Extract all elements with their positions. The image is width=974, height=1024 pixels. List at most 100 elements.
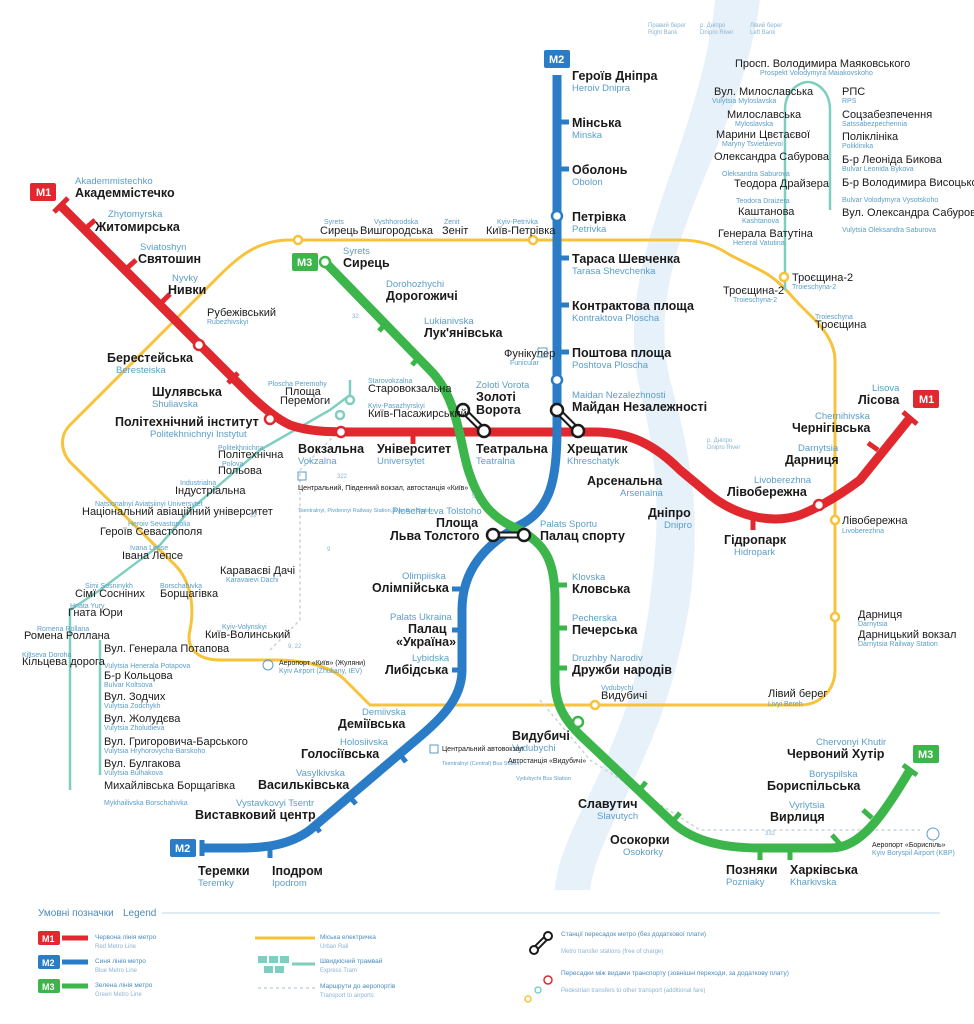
- green-station-chervonyi-khutir[interactable]: Chervonyi Khutir Червоний Хутір: [787, 737, 886, 761]
- red-station-hidropark[interactable]: Гідропарк Hidropark: [724, 533, 787, 558]
- green-station-pecherska[interactable]: Pecherska Печерська: [572, 613, 638, 637]
- blue-station-poshtova[interactable]: Поштова площа Poshtova Ploscha: [572, 346, 672, 371]
- green-station-lukianivska[interactable]: Lukianivska Лук'янівська: [424, 316, 504, 340]
- green-station-vydubychi[interactable]: Видубичі Vydubychi: [512, 729, 570, 754]
- green-station-palats-sportu[interactable]: Palats Sportu Палац спорту: [540, 519, 625, 543]
- ring-station-ivana-lepse[interactable]: Ivana Lepse Івана Лепсе: [122, 545, 183, 562]
- blue-station-ipodrom[interactable]: Іподром Ipodrom: [272, 864, 323, 889]
- red-station-teatralna[interactable]: Театральна Teatralna: [476, 442, 549, 467]
- red-station-khreschatyk[interactable]: Хрещатик Khreschatyk: [567, 442, 628, 467]
- red-station-chernihivska[interactable]: Chernihivska Чернігівська: [792, 411, 871, 435]
- green-station-syrets[interactable]: Syrets Сирець: [343, 246, 390, 270]
- ring-station-kyiv-volynskyi[interactable]: Kyiv-Volynskyi Київ-Волинський: [205, 624, 290, 641]
- svg-text:Тараса Шевченка: Тараса Шевченка: [572, 252, 681, 266]
- red-station-lisova[interactable]: Lisova Лісова: [858, 383, 900, 407]
- blue-station-lva-tolstoho[interactable]: Ploscha Lva Tolstoho Площа Льва Толстого: [390, 506, 482, 543]
- bus-vydubychi-poi[interactable]: Автостанція «Видубичі» Vydubychi Bus Sta…: [508, 757, 586, 782]
- ring-station-darnytsia-rail[interactable]: Дарницький вокзал Darnytsia Railway Stat…: [858, 629, 956, 648]
- blue-station-minska[interactable]: Мінська Minska: [572, 116, 622, 141]
- green-station-dorohozhychi[interactable]: Dorohozhychi Дорогожичі: [386, 279, 458, 303]
- blue-station-obolon[interactable]: Оболонь Obolon: [572, 163, 628, 188]
- red-station-darnytsia[interactable]: Darnytsia Дарниця: [785, 443, 839, 467]
- green-station-zoloti-vorota[interactable]: Zoloti Vorota Золоті Ворота: [476, 380, 530, 417]
- svg-text:Teodora Draizera: Teodora Draizera: [736, 198, 790, 205]
- funicular-poi[interactable]: Фунікулер Funicular: [504, 347, 555, 367]
- ring-station-ploscha-peremohy[interactable]: Ploscha Peremohy Площа Перемоги: [268, 381, 330, 407]
- ring-station-heroiv-sevastopolia[interactable]: Heroiv Sevastopolia Героїв Севастополя: [100, 521, 202, 538]
- blue-station-lybidska[interactable]: Lybidska Либідська: [385, 653, 450, 677]
- ring-station-livoberezhna[interactable]: Лівобережна Livoberezhna: [842, 515, 908, 535]
- ring-station-simi-sosninykh[interactable]: Simi Sosninykh Сімї Сосніних: [75, 583, 145, 600]
- ring-station-nau[interactable]: Natsionalnyi Aviatsiinyi Universytet Нац…: [82, 501, 273, 518]
- red-station-shuliavska[interactable]: Шулявська Shuliavska: [152, 385, 223, 410]
- blue-station-demiivska[interactable]: Demiivska Деміївська: [338, 707, 407, 731]
- blue-station-kontraktova[interactable]: Контрактова площа Kontraktova Ploscha: [572, 299, 695, 324]
- blue-station-holosiivska[interactable]: Holosiivska Голосіївська: [301, 737, 389, 761]
- red-station-arsenalna[interactable]: Арсенальна Arsenalna: [587, 474, 663, 499]
- svg-text:Myloslavska: Myloslavska: [735, 121, 773, 128]
- ring-station-karavaievi-dachi[interactable]: Караваєві Дачі Karavaievi Dachi: [220, 565, 295, 584]
- svg-text:Ромена Роллана: Ромена Роллана: [24, 630, 111, 642]
- svg-text:Славутич: Славутич: [578, 797, 637, 811]
- red-station-universytet[interactable]: Університет Universytet: [377, 442, 451, 467]
- red-station-sviatoshyn[interactable]: Sviatoshyn Святошин: [138, 242, 201, 266]
- ring-station-polova[interactable]: Polova Польова: [218, 461, 263, 477]
- ring-station-zenit[interactable]: Zenit Зеніт: [442, 219, 468, 237]
- blue-station-palats-ukraina[interactable]: Palats Ukraina Палац «Україна»: [390, 612, 456, 649]
- ring-station-rubezhivskyi[interactable]: Рубежівський Rubezhivskyi: [207, 307, 276, 326]
- svg-text:Vasylkivska: Vasylkivska: [296, 768, 346, 779]
- svg-text:Вирлиця: Вирлиця: [770, 810, 825, 824]
- blue-station-vystavkovyi[interactable]: Vystavkovyi Tsentr Виставковий центр: [195, 798, 316, 822]
- red-station-zhytomyrska[interactable]: Zhytomyrska Житомирська: [94, 209, 181, 234]
- blue-station-tarasa-shevchenka[interactable]: Тараса Шевченка Tarasa Shevchenka: [572, 252, 681, 277]
- ring-station-kyiv-petrivka[interactable]: Kyiv-Petrivka Київ-Петрівка: [486, 219, 556, 237]
- ring-station-vyshhorodska[interactable]: Vyshhorodska Вишгородська: [360, 219, 434, 237]
- ring-station-industrialna[interactable]: Industrialna Індустріальна: [175, 480, 246, 497]
- svg-text:Героїв Севастополя: Героїв Севастополя: [100, 526, 202, 538]
- blue-station-heroiv-dnipra[interactable]: Героїв Дніпра Heroiv Dnipra: [572, 69, 658, 94]
- svg-text:Zhytomyrska: Zhytomyrska: [108, 209, 163, 220]
- red-ticks: [83, 218, 880, 530]
- svg-text:Політехнічна: Політехнічна: [218, 449, 284, 461]
- svg-text:Б-р Леоніда Бикова: Б-р Леоніда Бикова: [842, 154, 943, 166]
- svg-text:Площа: Площа: [436, 516, 479, 530]
- green-station-osokorky[interactable]: Осокорки Osokorky: [610, 833, 670, 858]
- red-station-dnipro[interactable]: Дніпро Dnipro: [648, 506, 692, 531]
- green-station-klovska[interactable]: Klovska Кловська: [572, 572, 631, 596]
- ring-station-borschahivka[interactable]: Borschahivka Борщагівка: [160, 583, 219, 600]
- ring-station-troieschyna[interactable]: Troieschyna Троєщина: [815, 314, 867, 331]
- red-station-vokzalna[interactable]: Вокзальна Vokzalna: [298, 442, 365, 467]
- green-station-kharkivska[interactable]: Харківська Kharkivska: [790, 863, 859, 888]
- green-station-slavutych[interactable]: Славутич Slavutych: [578, 797, 638, 822]
- ring-station-starovokzalna[interactable]: Starovokzalna Старовокзальна: [368, 378, 452, 395]
- ring-station-kyiv-pasazhyrskyi[interactable]: Kyiv-Pasazhyrskyi Київ-Пасажирський: [368, 403, 467, 420]
- svg-text:Bulvar Volodymyra Vysotskoho: Bulvar Volodymyra Vysotskoho: [842, 197, 938, 204]
- blue-station-olimpiiska[interactable]: Olimpiiska Олімпійська: [372, 571, 450, 595]
- ring-station-livyi-bereh[interactable]: Лівий берег Livyi Bereh: [768, 688, 827, 708]
- svg-text:Театральна: Театральна: [476, 442, 549, 456]
- blue-station-maidan[interactable]: Maidan Nezalezhnosti Майдан Незалежності: [572, 390, 707, 414]
- blue-station-vasylkivska[interactable]: Vasylkivska Васильківська: [258, 768, 350, 792]
- ring-station-syrets[interactable]: Syrets Сирець: [320, 219, 359, 237]
- svg-text:Vulytsia Hryhorovycha-Barskoho: Vulytsia Hryhorovycha-Barskoho: [104, 748, 205, 755]
- airport-zhuliany-poi[interactable]: Аеропорт «Київ» (Жуляни) Kyiv Airport (Z…: [262, 659, 365, 675]
- blue-station-teremky[interactable]: Теремки Teremky: [198, 864, 250, 889]
- red-station-nyvky[interactable]: Nyvky Нивки: [168, 273, 206, 297]
- airport-boryspil-poi[interactable]: Аеропорт «Бориспіль» Kyiv Boryspil Airpo…: [872, 827, 955, 857]
- red-station-livoberezhna[interactable]: Livoberezhna Лівобережна: [727, 475, 812, 499]
- red-station-akademmistechko[interactable]: Akademmistechko Академмістечко: [75, 176, 175, 200]
- red-station-beresteiska[interactable]: Берестейська Beresteiska: [107, 351, 194, 376]
- green-station-pozniaky[interactable]: Позняки Pozniaky: [726, 863, 777, 888]
- green-station-boryspilska[interactable]: Boryspilska Бориспільська: [767, 769, 861, 793]
- blue-station-petrivka[interactable]: Петрівка Petrivka: [572, 210, 627, 235]
- red-station-politekhnichnyi[interactable]: Політехнічний інститут Politekhnichnyi I…: [115, 415, 259, 440]
- ring-station-troieschyna-2[interactable]: Троєщина-2 Troieschyna-2: [723, 285, 784, 304]
- ring-station-darnytsia[interactable]: Дарниця Darnytsia: [858, 609, 902, 628]
- bus-central-poi[interactable]: Центральний автовокзал Tsentralnyi (Cent…: [429, 744, 524, 767]
- ring-station-vydubychi[interactable]: Vydubychi Видубичі: [601, 685, 647, 702]
- green-station-vyrlytsia[interactable]: Vyrlytsia Вирлиця: [770, 800, 825, 824]
- central-station-poi[interactable]: Центральний, Південний вокзал, автостанц…: [297, 471, 468, 514]
- svg-text:Syrets: Syrets: [343, 246, 370, 257]
- green-station-druzhby-narodiv[interactable]: Druzhby Narodiv Дружби народів: [572, 653, 672, 677]
- ring-station-politekhnichna[interactable]: Politekhnichna Політехнічна: [218, 445, 284, 461]
